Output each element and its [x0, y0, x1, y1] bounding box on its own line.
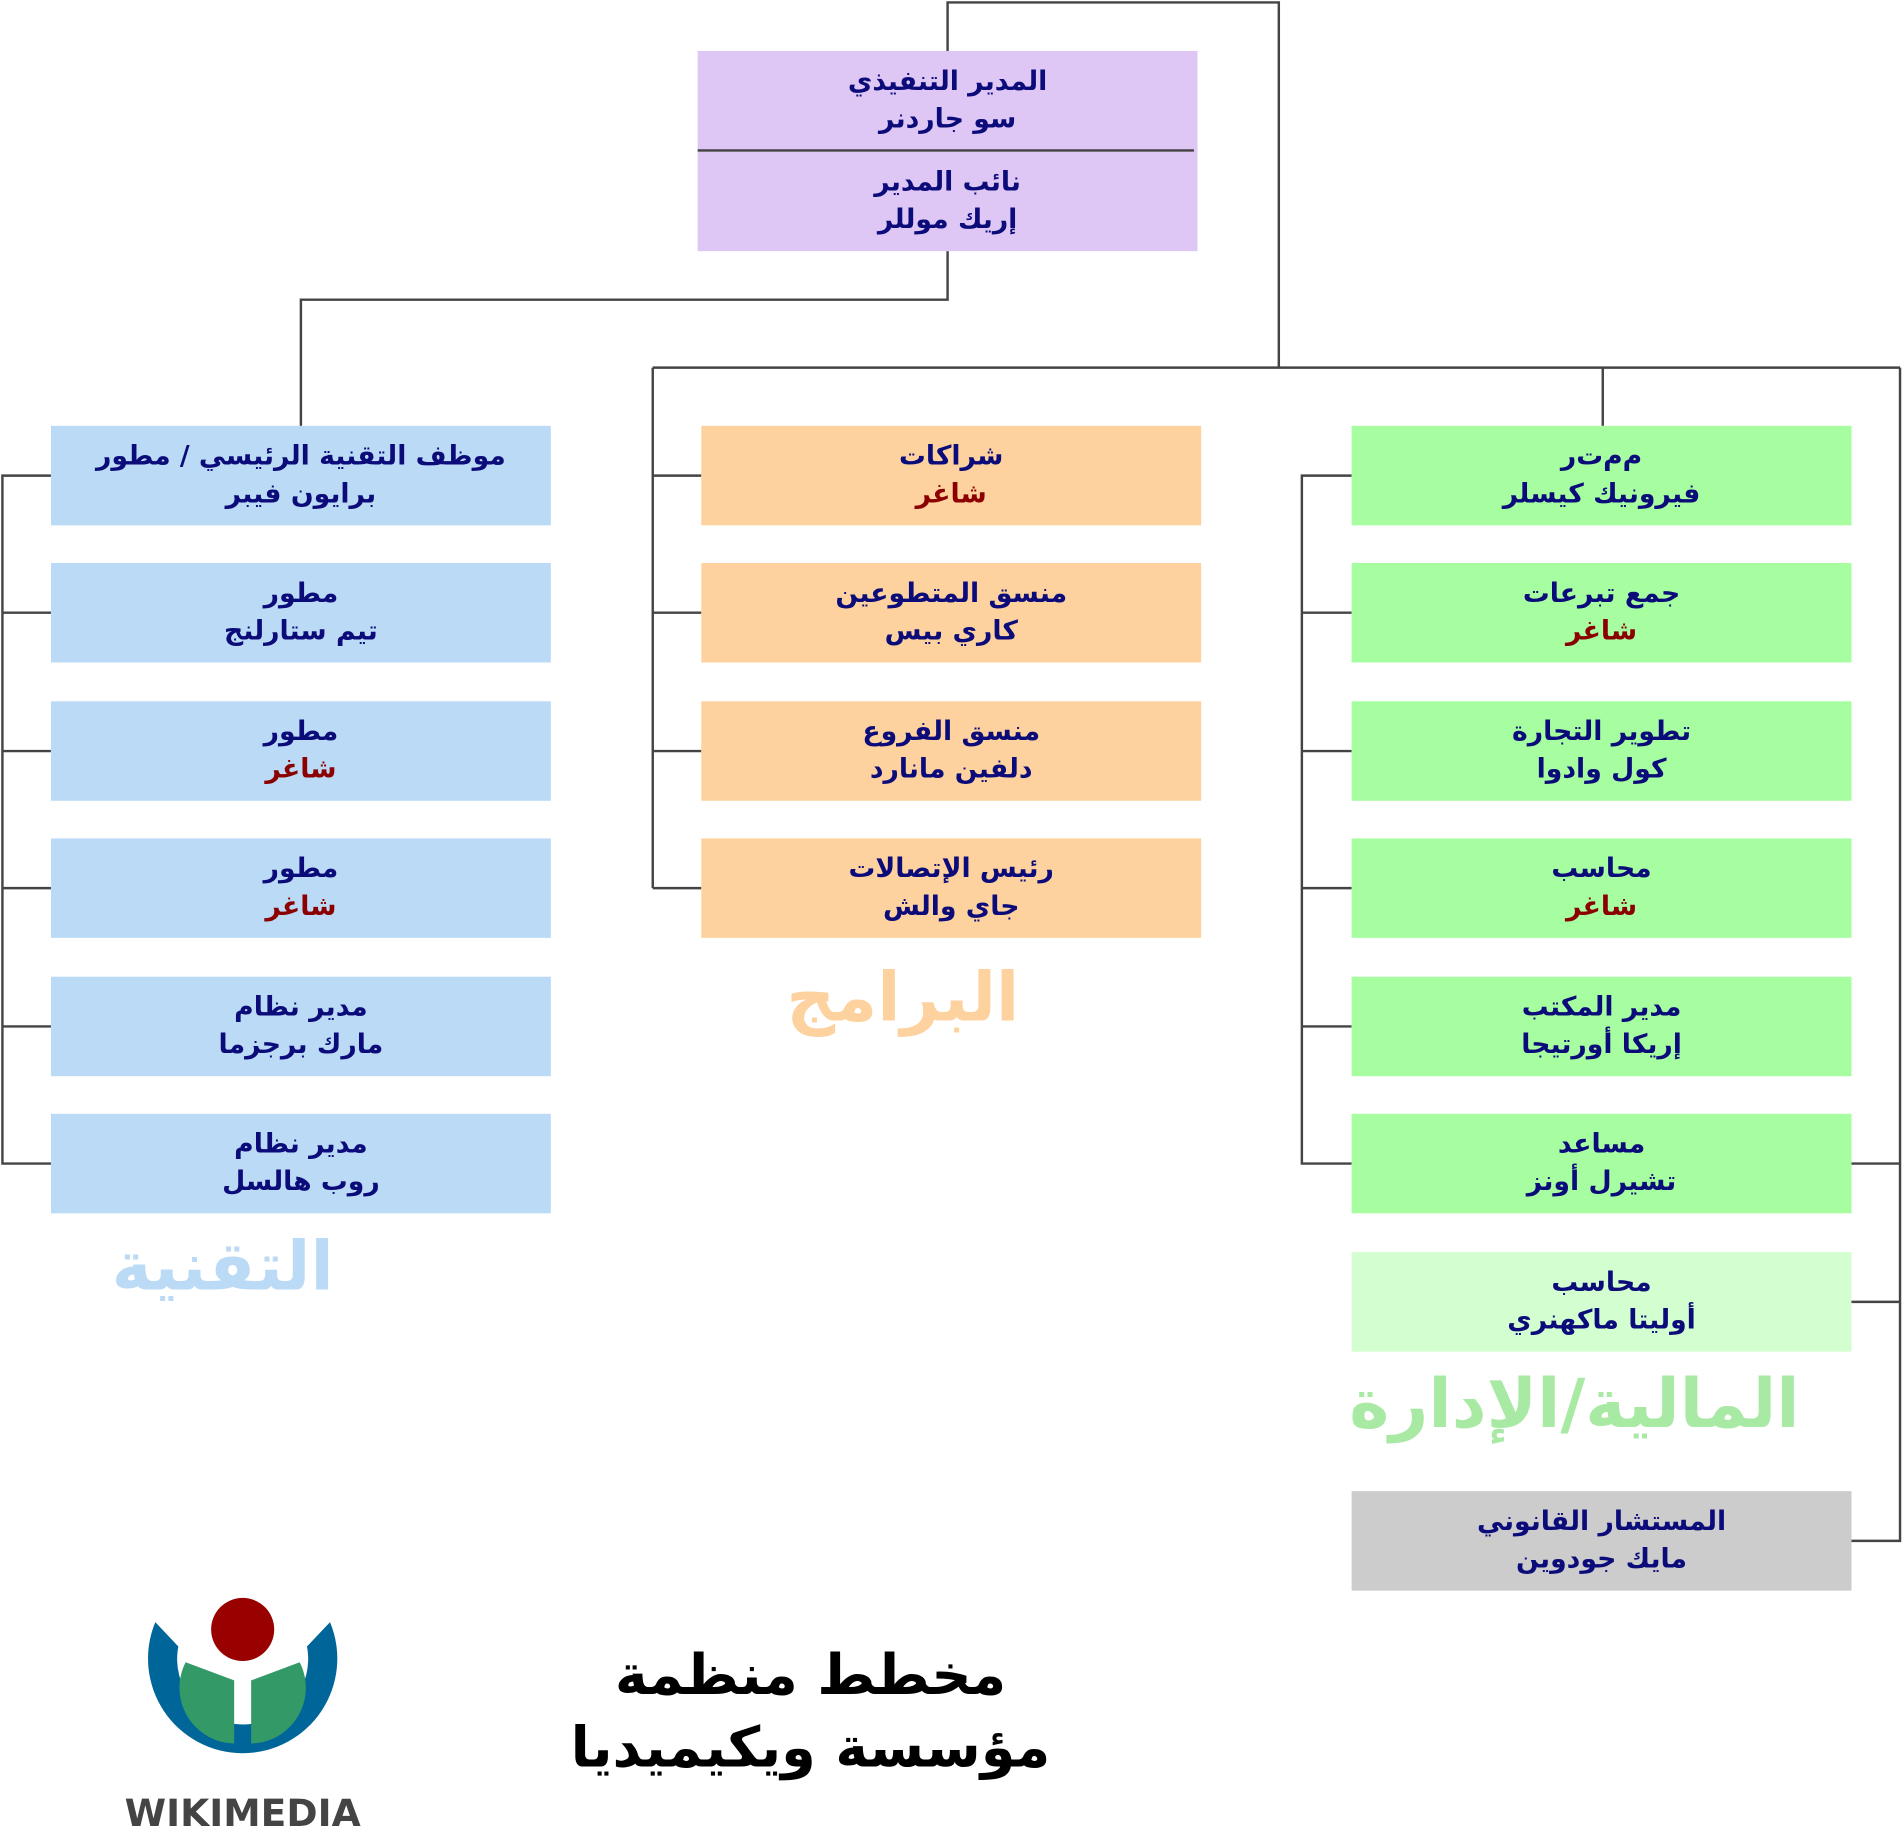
- technology-position-box: موظف التقنية الرئيسي / مطور برايون فيبر: [50, 425, 551, 526]
- finance-position-box: م‌م‌ت‌ر فيرونيك كيسلر: [1351, 425, 1852, 526]
- role-title: منسق المتطوعين: [835, 578, 1068, 610]
- person-name: أوليتا ماكهنري: [1507, 1305, 1696, 1336]
- person-name: دلفين مانارد: [869, 754, 1033, 786]
- vacant-label: شاغر: [915, 479, 987, 510]
- finance-position-box: جمع تبرعات شاغر: [1351, 562, 1852, 663]
- finance-position-box: مساعد تشيرل أونز: [1351, 1113, 1852, 1214]
- programs-position-box: منسق الفروع دلفين مانارد: [701, 701, 1202, 801]
- person-name: إريكا أورتيجا: [1521, 1030, 1682, 1061]
- role-title: مطور: [263, 717, 339, 748]
- person-name: تيم ستارلنج: [223, 616, 378, 647]
- finance-position-box: محاسب شاغر: [1351, 838, 1852, 938]
- department-label-finance: المالية/الإدارة: [1349, 1364, 1800, 1444]
- role-title: محاسب: [1551, 854, 1652, 885]
- chart-title-line2: مؤسسة ويكيميديا: [570, 1714, 1051, 1780]
- role-title: المستشار القانوني: [1476, 1506, 1727, 1538]
- role-title: رئيس الإتصالات: [848, 854, 1054, 885]
- person-name: جاي والش: [882, 891, 1020, 923]
- department-label-technology: التقنية: [111, 1227, 334, 1307]
- person-name: كول وادوا: [1536, 754, 1667, 786]
- vacant-label: شاغر: [265, 754, 337, 786]
- chart-title-line1: مخطط منظمة: [614, 1641, 1007, 1708]
- vacant-label: شاغر: [1566, 616, 1638, 647]
- role-title: مطور: [263, 578, 339, 610]
- deputy-name: إريك موللر: [877, 204, 1018, 235]
- programs-position-box: شراكات شاغر: [701, 425, 1202, 526]
- person-name: كاري بيس: [884, 616, 1018, 647]
- programs-position-box: رئيس الإتصالات جاي والش: [701, 838, 1202, 938]
- role-title: مساعد: [1557, 1129, 1646, 1160]
- executive-title: المدير التنفيذي: [847, 66, 1048, 97]
- legal-box: المستشار القانوني مايك جودوين: [1351, 1491, 1852, 1591]
- department-label-programs: البرامج: [786, 958, 1020, 1038]
- technology-position-box: مطور شاغر: [50, 838, 551, 938]
- technology-position-box: مطور تيم ستارلنج: [50, 562, 551, 663]
- person-name: برايون فيبر: [225, 479, 377, 510]
- role-title: مطور: [263, 854, 339, 885]
- role-title: تطوير التجارة: [1511, 717, 1692, 748]
- technology-position-box: مدير نظام مارك برجزما: [50, 976, 551, 1077]
- chart-title: مخطط منظمة مؤسسة ويكيميديا: [507, 1638, 1114, 1784]
- role-title: م‌م‌ت‌ر: [1560, 441, 1643, 472]
- deputy-title: نائب المدير: [874, 166, 1021, 198]
- role-title: مدير نظام: [234, 992, 368, 1023]
- person-name: مارك برجزما: [218, 1030, 384, 1061]
- wikimedia-logo: WIKIMEDIA: [125, 1597, 361, 1832]
- role-title: مدير نظام: [234, 1129, 368, 1160]
- role-title: جمع تبرعات: [1522, 578, 1681, 610]
- finance-position-box: محاسب أوليتا ماكهنري: [1351, 1252, 1852, 1352]
- role-title: مدير المكتب: [1521, 992, 1682, 1023]
- executive-name: سو جاردنر: [878, 103, 1017, 135]
- person-name: مايك جودوين: [1516, 1544, 1688, 1575]
- person-name: فيرونيك كيسلر: [1502, 479, 1701, 510]
- vacant-label: شاغر: [265, 891, 337, 923]
- role-title: شراكات: [899, 441, 1004, 472]
- finance-position-box: مدير المكتب إريكا أورتيجا: [1351, 976, 1852, 1077]
- person-name: تشيرل أونز: [1526, 1167, 1677, 1198]
- role-title: محاسب: [1551, 1267, 1652, 1299]
- role-title: منسق الفروع: [862, 717, 1041, 748]
- person-name: روب هالسل: [222, 1167, 380, 1198]
- vacant-label: شاغر: [1566, 891, 1638, 923]
- technology-position-box: مدير نظام روب هالسل: [50, 1113, 551, 1214]
- role-title: موظف التقنية الرئيسي / مطور: [95, 441, 506, 472]
- technology-position-box: مطور شاغر: [50, 701, 551, 801]
- divider: [697, 149, 1194, 152]
- finance-position-box: تطوير التجارة كول وادوا: [1351, 701, 1852, 801]
- logo-wordmark: WIKIMEDIA: [125, 1791, 361, 1832]
- programs-position-box: منسق المتطوعين كاري بيس: [701, 562, 1202, 663]
- executive-box: المدير التنفيذي سو جاردنر نائب المدير إر…: [697, 50, 1198, 252]
